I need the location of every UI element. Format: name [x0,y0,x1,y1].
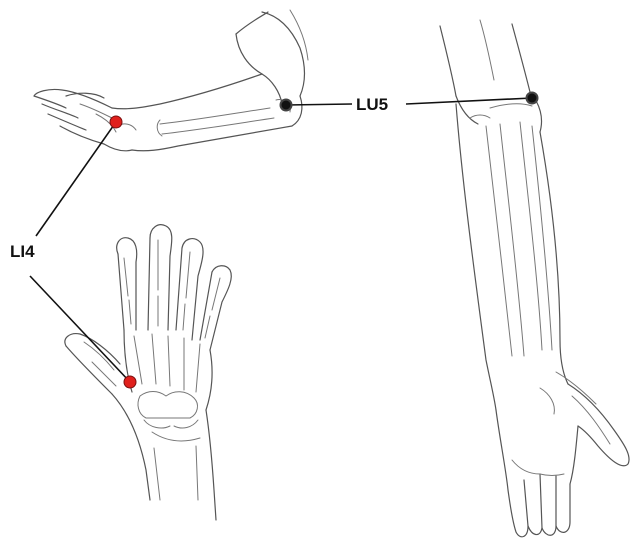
lu5-leader-left [286,104,352,105]
lu5-point-marker-bent-elbow [281,100,292,111]
lu5-point-marker-straight-elbow [527,93,538,104]
lu5-leader-right [406,98,532,104]
hand-skeleton-illustration [65,225,231,520]
point-markers [110,93,538,389]
li4-point-marker-hand-side-view [110,116,122,128]
li4-point-marker-hand-front-view [124,376,136,388]
li4-leader-upper [36,122,116,236]
leader-lines [30,98,532,382]
li4-leader-lower [30,276,130,382]
bent-arm-illustration [34,10,308,151]
lu5-label: LU5 [356,95,388,114]
li4-label: LI4 [10,242,35,261]
